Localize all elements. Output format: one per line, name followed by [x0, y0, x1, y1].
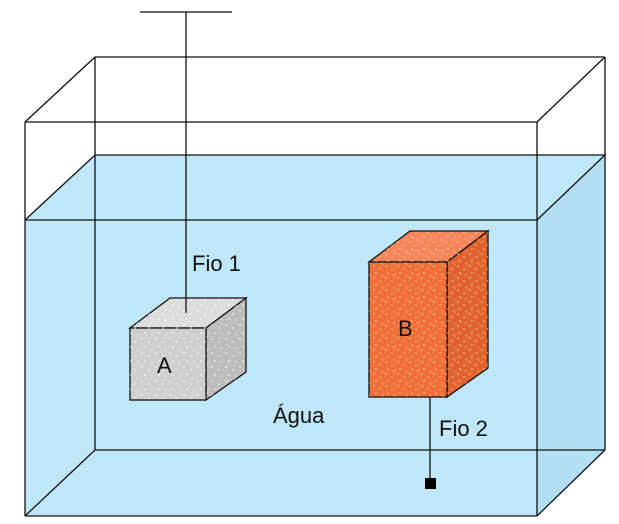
block-b — [367, 229, 490, 399]
label-block-a: A — [157, 353, 172, 378]
label-fio-2: Fio 2 — [439, 416, 488, 441]
label-block-b: B — [398, 316, 413, 341]
tank-front-edges — [24, 56, 606, 517]
label-water: Água — [273, 403, 325, 428]
label-fio-1: Fio 1 — [192, 251, 241, 276]
water-surface — [25, 155, 605, 220]
block-a — [128, 296, 248, 402]
water-side — [537, 155, 605, 516]
anchor-point — [425, 478, 436, 489]
